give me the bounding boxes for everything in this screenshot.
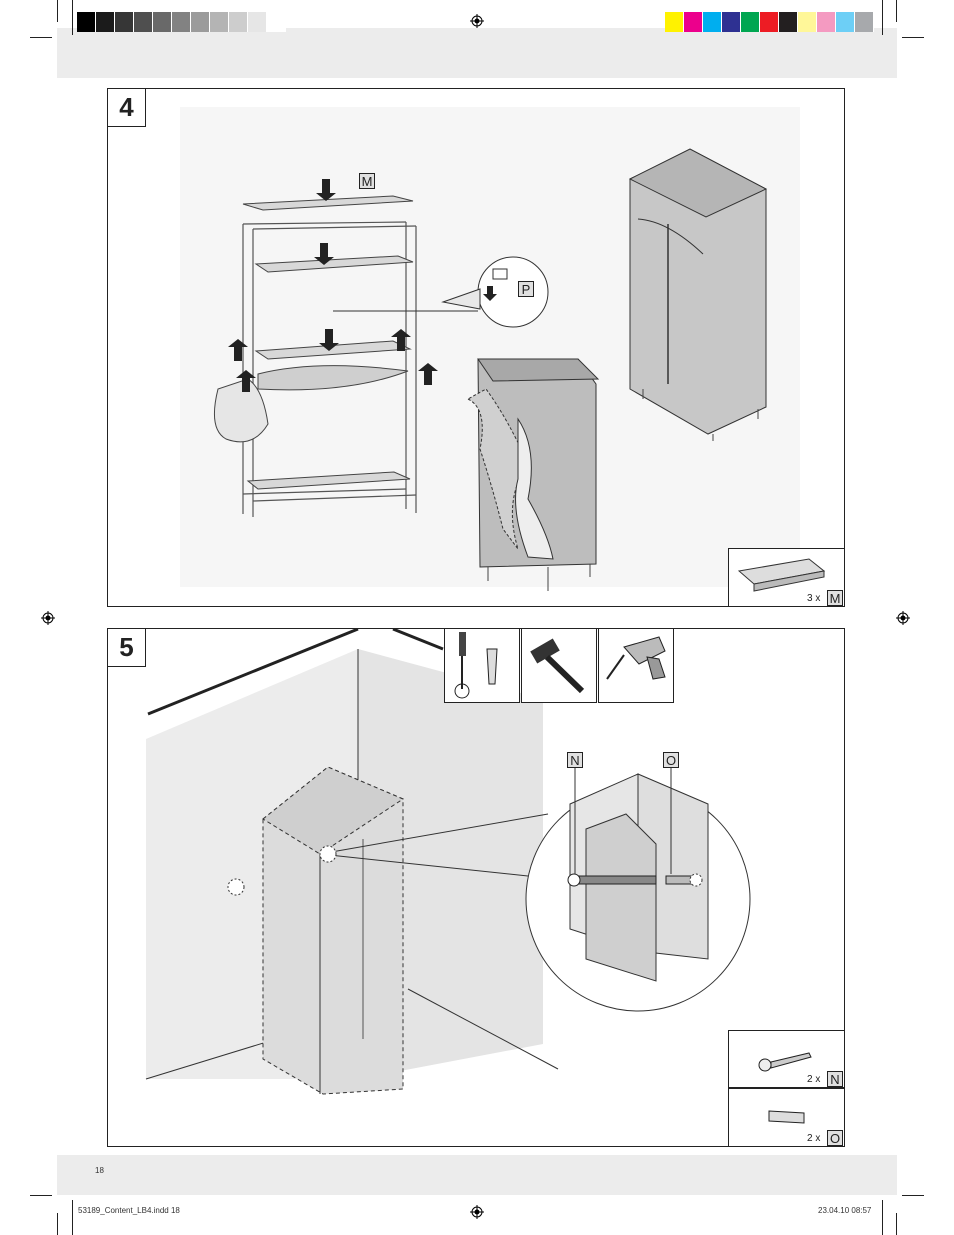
color-swatch: [210, 12, 229, 32]
color-swatch: [96, 12, 115, 32]
registration-mark-icon: [470, 14, 484, 28]
footer-band: [57, 1155, 897, 1195]
color-swatch: [115, 12, 134, 32]
parts-box-n: 2 x N: [728, 1030, 844, 1088]
step-5-panel: 5 N O: [107, 628, 845, 1147]
color-swatch: [684, 12, 703, 32]
tool-screwdriver: [444, 629, 520, 703]
color-swatch: [134, 12, 153, 32]
color-swatch: [191, 12, 210, 32]
shelf-plate-icon: [737, 558, 826, 592]
tool-hammer: [521, 629, 597, 703]
parts-box-o: 2 x O: [728, 1088, 844, 1146]
part-label-p: P: [518, 281, 534, 297]
color-swatch: [703, 12, 722, 32]
color-swatch: [779, 12, 798, 32]
file-name: 53189_Content_LB4.indd 18: [78, 1206, 180, 1215]
color-swatch: [760, 12, 779, 32]
screwdriver-icon: [454, 632, 498, 699]
color-swatch: [267, 12, 286, 32]
color-swatch: [77, 12, 96, 32]
color-swatch: [229, 12, 248, 32]
step-5-illustration: [145, 629, 751, 1095]
color-swatch: [855, 12, 874, 32]
drill-icon: [606, 636, 666, 680]
registration-mark-icon: [470, 1205, 484, 1219]
color-swatch: [722, 12, 741, 32]
step-number: 4: [108, 89, 146, 127]
part-quantity: 2 x: [807, 1074, 821, 1085]
step-4-illustration: [180, 107, 800, 591]
registration-mark-icon: [41, 611, 55, 625]
process-color-bar: [665, 12, 874, 32]
header-band: [57, 28, 897, 78]
color-swatch: [153, 12, 172, 32]
color-swatch: [836, 12, 855, 32]
grayscale-color-bar: [77, 12, 286, 32]
screw-icon: [758, 1052, 812, 1072]
color-swatch: [248, 12, 267, 32]
part-letter: M: [827, 590, 843, 606]
step-4-panel: 4: [107, 88, 845, 607]
hammer-icon: [530, 638, 585, 694]
color-swatch: [172, 12, 191, 32]
page-number: 18: [95, 1166, 104, 1175]
part-letter: O: [827, 1130, 843, 1146]
arrow-icons: [228, 179, 438, 392]
shelves: [242, 195, 414, 490]
color-swatch: [665, 12, 684, 32]
wardrobe-legs: [487, 564, 591, 591]
part-quantity: 3 x: [807, 593, 821, 604]
part-label-m: M: [359, 173, 375, 189]
tool-drill: [598, 629, 674, 703]
zoom-label-o: O: [663, 752, 679, 768]
part-quantity: 2 x: [807, 1133, 821, 1144]
color-swatch: [798, 12, 817, 32]
registration-mark-icon: [896, 611, 910, 625]
ceiling-hatching: [147, 629, 444, 716]
color-swatch: [817, 12, 836, 32]
step-number: 5: [108, 629, 146, 667]
color-swatch: [741, 12, 760, 32]
wall-plug-icon: [768, 1110, 805, 1124]
zoom-label-n: N: [567, 752, 583, 768]
shelf-frame: [242, 221, 417, 517]
part-letter: N: [827, 1071, 843, 1087]
timestamp: 23.04.10 08:57: [818, 1206, 872, 1215]
parts-box-m: 3 x M: [728, 548, 844, 606]
